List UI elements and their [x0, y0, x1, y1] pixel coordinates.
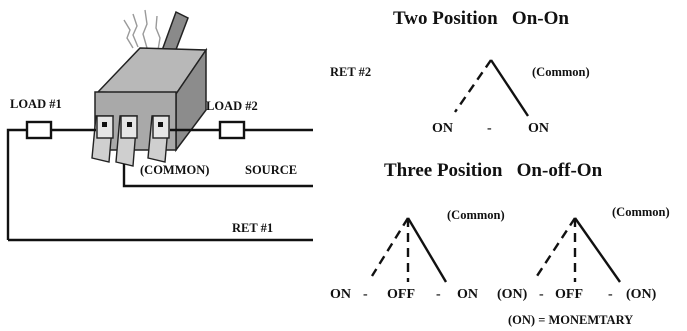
three-position-title: Three Position On-off-On [384, 160, 603, 181]
three-right-dash-throw [535, 217, 577, 277]
three-left-pos: - [363, 287, 368, 302]
two-position-left-throw [454, 59, 492, 113]
momentary-note: (ON) = MONEMTARY [508, 313, 633, 327]
three-right-pos: - [608, 287, 613, 302]
three-position-right-positions: (ON) - OFF - (ON) [497, 287, 657, 302]
ret2-label: RET #2 [330, 65, 371, 79]
ret1-label: RET #1 [232, 221, 273, 235]
two-position-title: Two Position On-On [393, 8, 569, 29]
load1-wire [6, 128, 27, 240]
three-left-dash-throw [370, 217, 410, 277]
three-left-pos: ON [330, 287, 351, 302]
load2-label: LOAD #2 [206, 99, 258, 113]
three-left-solid-throw [406, 217, 448, 283]
three-position-left-common-label: (Common) [447, 208, 505, 222]
toggle-switch-illustration [91, 9, 208, 167]
two-position-left-on: ON [432, 121, 453, 136]
three-right-solid-throw [574, 217, 621, 283]
three-right-pos: (ON) [497, 287, 528, 302]
lever-motion-lines [123, 9, 161, 51]
three-left-pos: ON [457, 287, 478, 302]
two-position-common-label: (Common) [532, 65, 590, 79]
source-label: SOURCE [245, 163, 297, 177]
three-left-pos: OFF [387, 287, 415, 302]
load1-label: LOAD #1 [10, 97, 62, 111]
terminal-dots [102, 122, 163, 127]
common-label: (COMMON) [140, 163, 209, 177]
wiring [6, 120, 313, 242]
three-right-pos: (ON) [626, 287, 657, 302]
two-position-right-throw [489, 59, 530, 117]
load2-resistor [218, 120, 246, 140]
two-position-sep: - [487, 121, 492, 136]
source-wire [122, 164, 313, 188]
three-right-pos: - [539, 287, 544, 302]
three-left-pos: - [436, 287, 441, 302]
two-position-right-on: ON [528, 121, 549, 136]
three-position-left-positions: ON - OFF - ON [330, 287, 478, 302]
load1-resistor [25, 120, 53, 140]
three-right-pos: OFF [555, 287, 583, 302]
three-position-right-common-label: (Common) [612, 205, 670, 219]
